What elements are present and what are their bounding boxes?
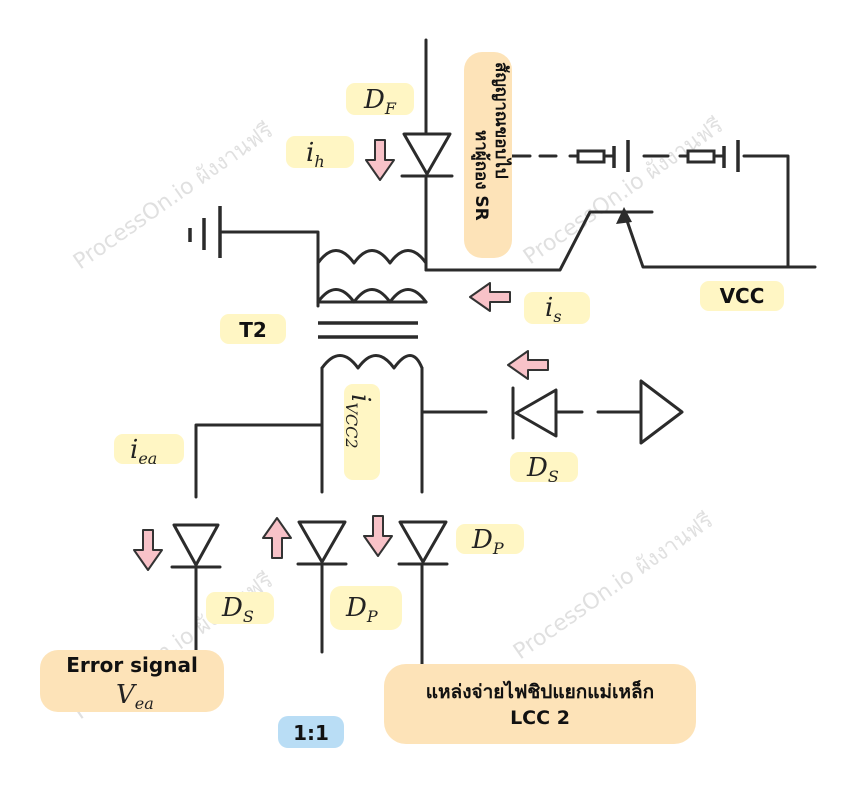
iea-wire bbox=[194, 423, 324, 499]
svg-text:Vea: Vea bbox=[116, 680, 154, 713]
svg-text:DS: DS bbox=[526, 453, 559, 486]
arrow-dp-mid-up bbox=[262, 517, 292, 559]
label-ds-right: DS bbox=[510, 452, 578, 486]
label-t2: T2 bbox=[220, 314, 286, 344]
svg-text:หาผู้ถอง SR: หาผู้ถอง SR bbox=[470, 130, 491, 221]
label-dp-mid: DP bbox=[330, 586, 402, 630]
watermark-4: ProcessOn.io ผังงานฟรี bbox=[509, 508, 718, 665]
svg-text:VCC: VCC bbox=[720, 284, 765, 308]
supply-box: แหล่งจ่ายไฟชิปแยกแม่เหล็ก LCC 2 bbox=[384, 664, 696, 744]
svg-text:1:1: 1:1 bbox=[293, 721, 329, 745]
transformer-core bbox=[318, 321, 418, 339]
diode-ds-right bbox=[511, 386, 558, 440]
label-iea: iea bbox=[114, 434, 184, 468]
svg-text:DP: DP bbox=[471, 525, 504, 558]
diode-df bbox=[400, 132, 454, 178]
transformer-primary-winding bbox=[316, 248, 428, 308]
label-ds-left: DS bbox=[206, 592, 274, 626]
label-vcc: VCC bbox=[700, 281, 784, 311]
label-is: is bbox=[524, 292, 590, 326]
svg-text:iVCC2: iVCC2 bbox=[342, 394, 375, 449]
svg-text:แหล่งจ่ายไฟชิปแยกแม่เหล็ก: แหล่งจ่ายไฟชิปแยกแม่เหล็ก bbox=[426, 679, 654, 703]
watermarks: ProcessOn.io ผังงานฟรี ProcessOn.io ผังง… bbox=[69, 113, 728, 725]
watermark-2: ProcessOn.io ผังงานฟรี bbox=[519, 113, 728, 270]
coupler-symbol-1 bbox=[568, 140, 630, 172]
coupler-symbol-2 bbox=[678, 140, 740, 172]
ground-symbol bbox=[188, 206, 222, 258]
diode-ds-left bbox=[170, 523, 222, 569]
svg-text:DS: DS bbox=[221, 593, 254, 626]
label-dp-right: DP bbox=[456, 524, 524, 558]
svg-text:iea: iea bbox=[130, 435, 157, 468]
label-ivcc2: iVCC2 bbox=[342, 384, 380, 480]
label-ih: ih bbox=[286, 136, 354, 171]
arrow-dp-right-down bbox=[363, 515, 393, 557]
arrow-ih-down bbox=[365, 139, 395, 181]
arrow-ds-left bbox=[507, 350, 549, 380]
svg-text:DF: DF bbox=[363, 85, 397, 118]
svg-text:LCC 2: LCC 2 bbox=[510, 707, 570, 729]
svg-text:DP: DP bbox=[345, 593, 378, 626]
svg-text:ih: ih bbox=[306, 138, 325, 171]
arrow-is-left bbox=[469, 282, 511, 312]
svg-text:T2: T2 bbox=[239, 318, 267, 342]
error-signal-box: Error signal Vea bbox=[40, 650, 224, 713]
source-wire bbox=[622, 210, 817, 269]
vcc-rail bbox=[758, 154, 790, 269]
diode-dp-right bbox=[397, 520, 449, 566]
diode-dp-mid bbox=[296, 520, 348, 566]
transformer-secondary-winding bbox=[320, 354, 424, 494]
signal-box: สัญญาณขอบไป หาผู้ถอง SR bbox=[464, 52, 512, 258]
label-df: DF bbox=[346, 83, 414, 118]
drain-wire bbox=[424, 210, 654, 272]
primary-top-wire bbox=[220, 230, 320, 252]
amplifier-triangle bbox=[639, 379, 684, 445]
svg-text:is: is bbox=[545, 293, 562, 326]
svg-text:Error signal: Error signal bbox=[66, 653, 198, 677]
label-ratio: 1:1 bbox=[278, 716, 344, 748]
svg-text:สัญญาณขอบไป: สัญญาณขอบไป bbox=[491, 62, 512, 179]
transistor-arrow bbox=[616, 207, 632, 224]
arrow-iea-down bbox=[133, 529, 163, 571]
watermark-1: ProcessOn.io ผังงานฟรี bbox=[69, 118, 278, 275]
